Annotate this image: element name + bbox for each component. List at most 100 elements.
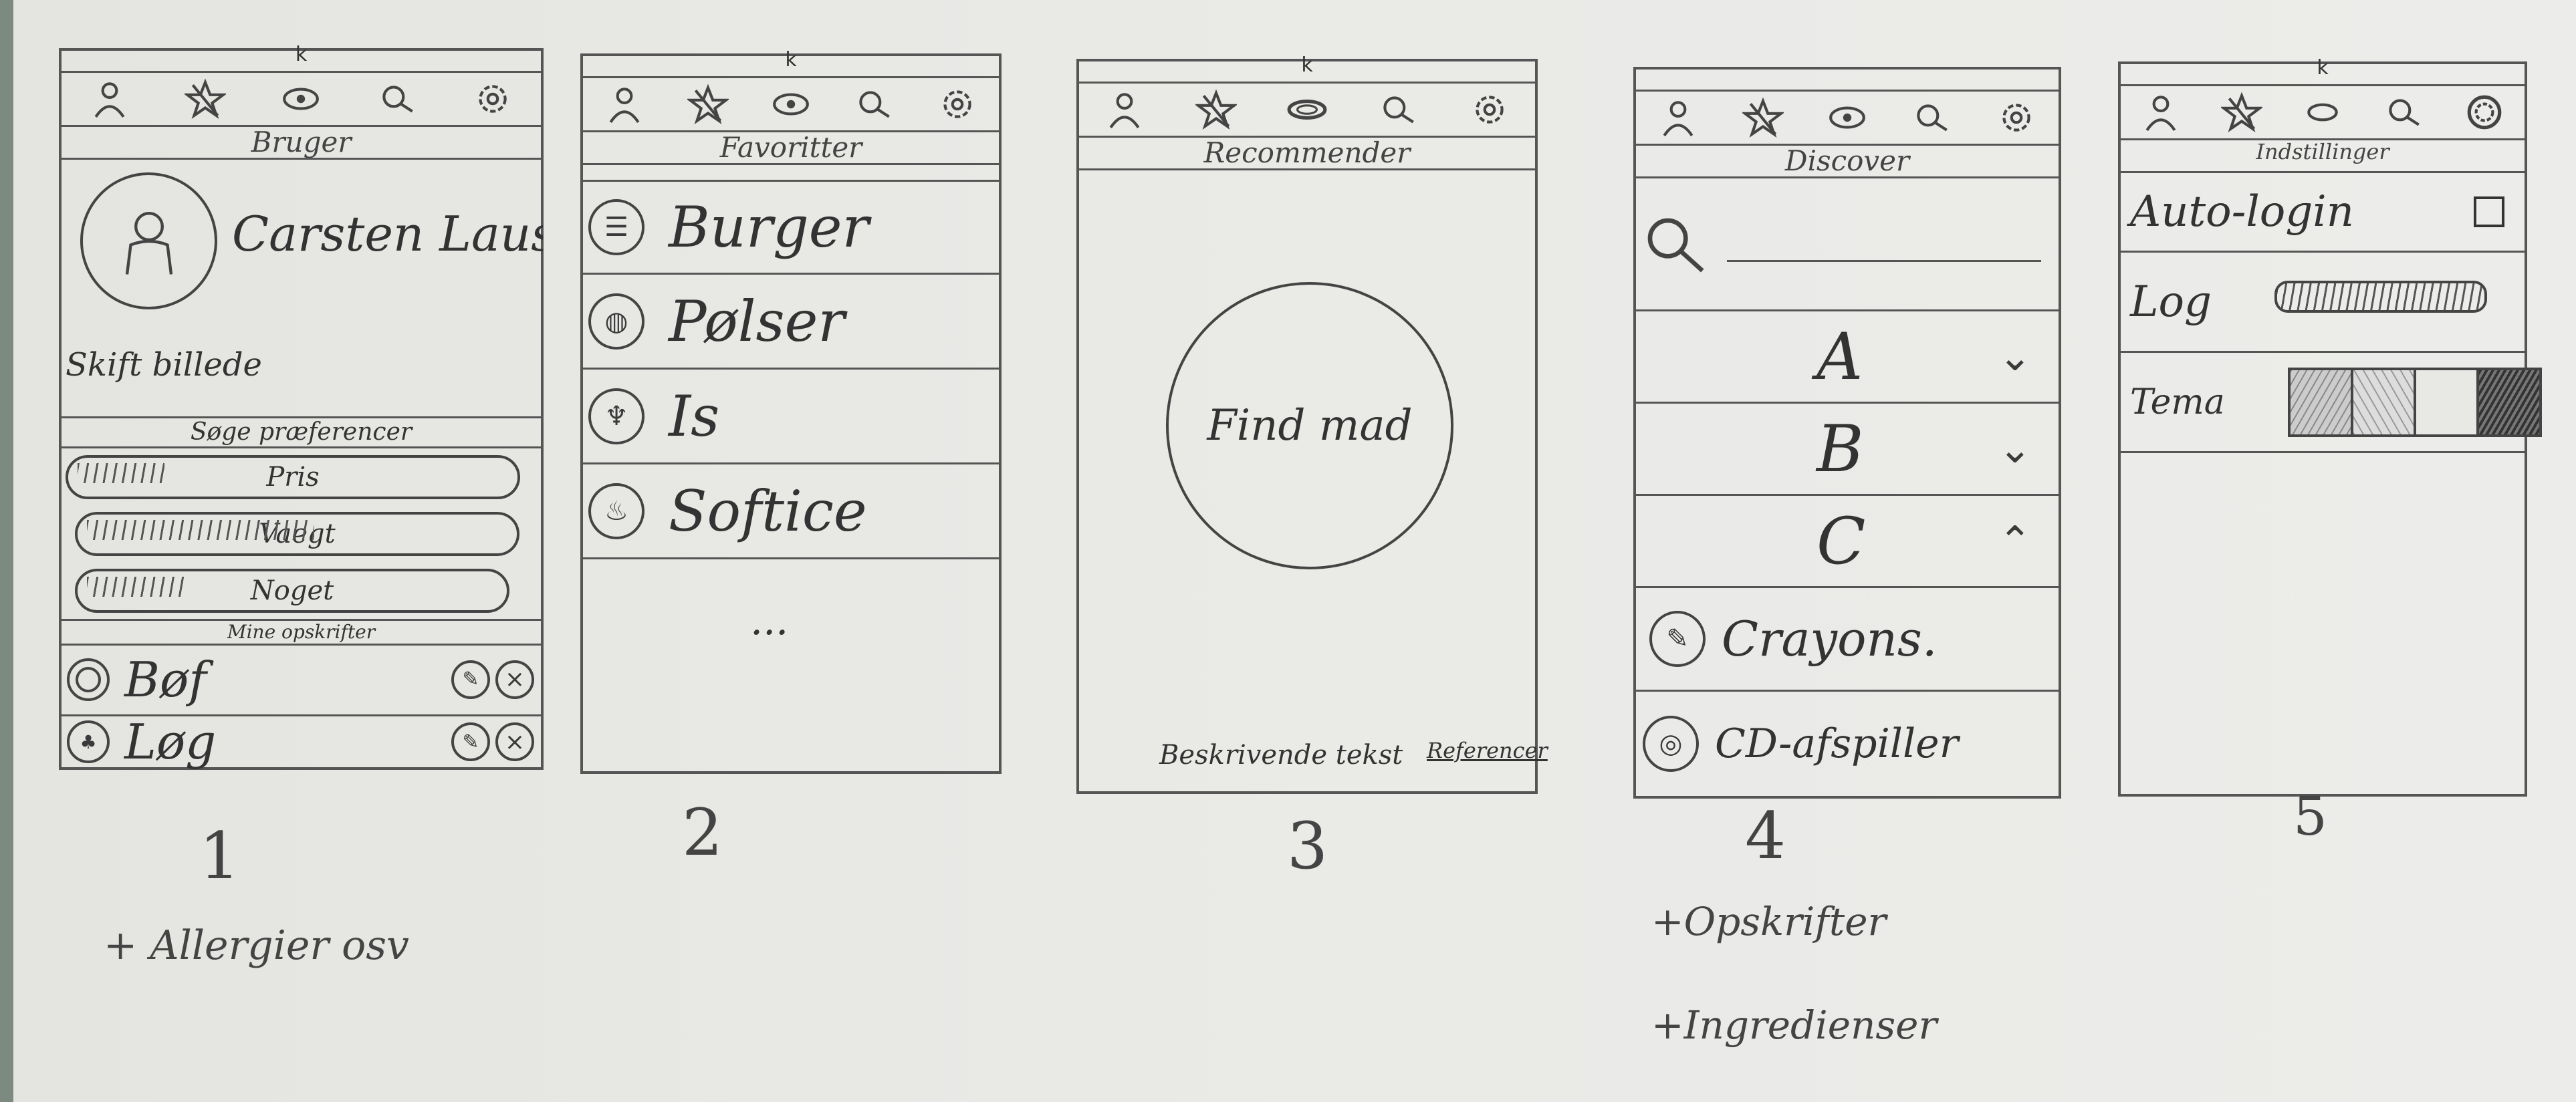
favorite-item-burger[interactable]: ☰ Burger: [583, 180, 999, 275]
edit-icon[interactable]: ✎: [451, 660, 490, 699]
log-slider[interactable]: [2274, 281, 2487, 313]
chevron-up-icon[interactable]: ⌃: [1998, 517, 2032, 565]
recipe-icon: ♣: [67, 720, 110, 763]
theme-swatch[interactable]: [2353, 368, 2416, 437]
delete-icon[interactable]: ×: [495, 722, 534, 761]
screen-4-discover: k Discover A ⌄ B ⌄ C ⌃ ✎ Crayons. ◎ CD-a…: [1633, 67, 2061, 799]
softice-icon: ♨: [588, 483, 645, 539]
search-icon[interactable]: [2383, 92, 2424, 133]
recipe-name: Løg: [124, 714, 217, 770]
recipe-row[interactable]: Bøf ✎ ×: [62, 644, 541, 716]
theme-label: Tema: [2130, 382, 2225, 422]
user-icon[interactable]: [89, 78, 130, 120]
screen-3-recommender: k Recommender Find mad Beskrivende tekst…: [1076, 53, 1548, 794]
find-food-button[interactable]: Find mad: [1166, 282, 1453, 569]
something-slider[interactable]: Noget: [75, 569, 509, 613]
theme-row: Tema: [2121, 353, 2542, 453]
slider-fill: [87, 520, 314, 540]
autologin-checkbox[interactable]: [2474, 196, 2504, 227]
chevron-down-icon[interactable]: ⌄: [1998, 333, 2032, 380]
favorite-item-icecream[interactable]: ♆ Is: [583, 370, 999, 464]
search-icon[interactable]: [376, 78, 418, 120]
search-input[interactable]: [1727, 225, 2041, 262]
screen-title: Bruger: [62, 126, 541, 160]
search-icon[interactable]: [853, 84, 895, 125]
burger-icon: ☰: [588, 199, 645, 255]
sketch-note-1: + Allergier osv: [104, 922, 409, 969]
autologin-label: Auto-login: [2130, 186, 2354, 237]
eye-icon[interactable]: [1286, 89, 1328, 130]
user-icon[interactable]: [604, 84, 645, 125]
favorite-item-sausage[interactable]: ◍ Pølser: [583, 275, 999, 370]
category-row-b[interactable]: B ⌄: [1636, 404, 2059, 496]
top-mark: k: [785, 48, 797, 72]
top-mark: k: [1301, 53, 1313, 77]
eye-icon[interactable]: [770, 84, 812, 125]
description-text: Beskrivende tekst: [1159, 740, 1403, 771]
nav-bar: [62, 71, 541, 127]
top-mark: k: [295, 43, 308, 66]
screen-title: Discover: [1636, 144, 2059, 178]
favorite-label: Softice: [669, 478, 867, 544]
recipe-name: Bøf: [124, 651, 207, 708]
category-row-c[interactable]: C ⌃: [1636, 496, 2059, 588]
favorite-star-icon[interactable]: [2221, 92, 2263, 133]
category-row-a[interactable]: A ⌄: [1636, 311, 2059, 404]
user-icon[interactable]: [2140, 92, 2182, 133]
chevron-down-icon[interactable]: ⌄: [1998, 425, 2032, 472]
sketch-number-2: 2: [682, 795, 723, 870]
search-preferences-heading: Søge præferencer: [62, 418, 541, 448]
delete-icon[interactable]: ×: [495, 660, 534, 699]
gear-icon[interactable]: [1996, 97, 2037, 138]
nav-bar: [2121, 84, 2525, 140]
table-edge: [0, 0, 15, 1102]
favorite-star-icon[interactable]: [1195, 89, 1237, 130]
eye-icon[interactable]: [1827, 97, 1868, 138]
theme-swatch[interactable]: [2479, 368, 2542, 437]
sausage-icon: ◍: [588, 293, 645, 350]
log-label: Log: [2130, 277, 2212, 327]
gear-icon[interactable]: [2464, 92, 2505, 133]
theme-swatch[interactable]: [2288, 368, 2353, 437]
slider-fill: [87, 577, 187, 597]
gear-icon[interactable]: [1469, 89, 1510, 130]
eye-icon[interactable]: [2302, 92, 2343, 133]
profile-area: Carsten Laustsen Skift billede: [62, 159, 543, 418]
avatar[interactable]: [80, 172, 217, 309]
nav-bar: [583, 76, 999, 132]
gear-icon[interactable]: [937, 84, 978, 125]
change-picture-link[interactable]: Skift billede: [66, 346, 262, 384]
weight-slider[interactable]: Vaegt: [75, 512, 519, 556]
search-icon[interactable]: [1377, 89, 1419, 130]
user-icon[interactable]: [1657, 97, 1699, 138]
sketch-number-1: 1: [199, 819, 241, 893]
favorite-label: Pølser: [669, 288, 845, 354]
screen-2-favorites: k Favoritter ☰ Burger ◍ Pølser ♆ Is ♨ So…: [580, 48, 1002, 774]
screen-title: Recommender: [1079, 136, 1535, 170]
references-link[interactable]: Referencer: [1427, 738, 1548, 763]
theme-swatches: [2288, 368, 2542, 437]
category-letter: C: [1817, 503, 1866, 579]
result-item[interactable]: ✎ Crayons.: [1636, 588, 2059, 692]
price-slider[interactable]: Pris: [66, 455, 520, 499]
theme-swatch[interactable]: [2416, 368, 2479, 437]
edit-icon[interactable]: ✎: [451, 722, 490, 761]
recipe-row[interactable]: ♣ Løg ✎ ×: [62, 714, 541, 770]
favorite-item-softice[interactable]: ♨ Softice: [583, 464, 999, 559]
user-icon[interactable]: [1104, 89, 1145, 130]
user-name: Carsten Laustsen: [232, 206, 543, 262]
result-item[interactable]: ◎ CD-afspiller: [1636, 692, 2059, 795]
favorite-star-icon[interactable]: [687, 84, 729, 125]
nav-bar: [1636, 90, 2059, 146]
slider-fill: [78, 463, 164, 483]
gear-icon[interactable]: [472, 78, 513, 120]
favorite-star-icon[interactable]: [1742, 97, 1784, 138]
search-icon[interactable]: [1911, 97, 1952, 138]
favorite-star-icon[interactable]: [185, 78, 227, 120]
top-mark: k: [2317, 56, 2329, 80]
eye-icon[interactable]: [280, 78, 322, 120]
result-label: CD-afspiller: [1715, 720, 1959, 767]
favorite-label: Is: [669, 383, 720, 449]
icecream-icon: ♆: [588, 388, 645, 444]
crayon-icon: ✎: [1649, 611, 1706, 667]
